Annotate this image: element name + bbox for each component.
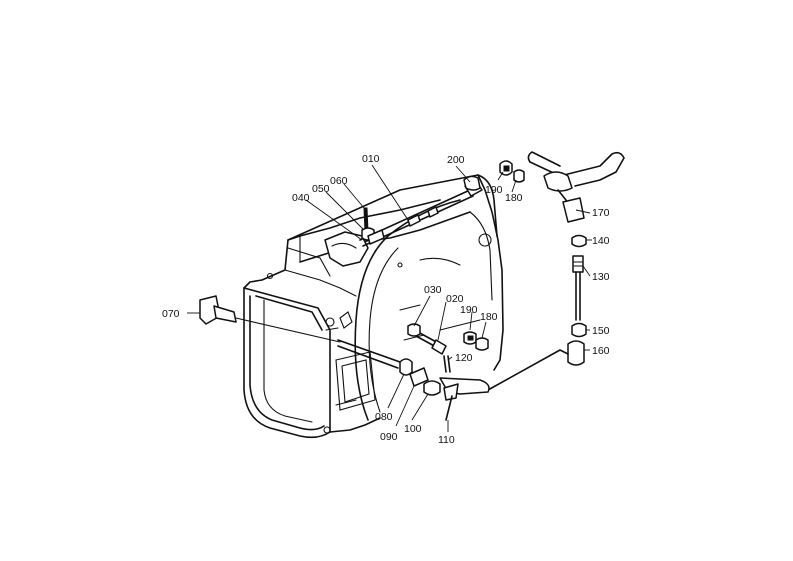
- callout-200: 200: [447, 154, 465, 166]
- link-rod-160-110: [487, 349, 569, 391]
- nut-030: [407, 323, 421, 337]
- pin-040: [367, 229, 385, 245]
- callout-120: 120: [455, 352, 473, 364]
- part-080: [399, 358, 413, 376]
- callout-050: 050: [312, 183, 330, 195]
- washer-180-lower: [475, 337, 489, 351]
- callout-180-top: 180: [505, 192, 523, 204]
- callout-080: 080: [375, 411, 393, 423]
- callout-150: 150: [592, 325, 610, 337]
- pin-120: [443, 355, 451, 373]
- callout-140: 140: [592, 235, 610, 247]
- leader-lines: [187, 164, 592, 432]
- transmission-housing: [243, 174, 504, 439]
- lever-arm-170: [527, 151, 625, 223]
- washer-140: [571, 234, 587, 248]
- callout-190-top: 190: [485, 184, 503, 196]
- callout-040: 040: [292, 192, 310, 204]
- callout-170: 170: [592, 207, 610, 219]
- bolt-020: [415, 331, 447, 355]
- callout-130: 130: [592, 271, 610, 283]
- washer-180-top: [513, 169, 525, 183]
- threaded-rod-130: [572, 255, 584, 321]
- callout-010: 010: [362, 153, 380, 165]
- callout-160: 160: [592, 345, 610, 357]
- cross-shaft: [337, 339, 401, 369]
- swivel-160: [567, 340, 585, 366]
- washer-090: [409, 367, 429, 387]
- nut-190-lower-center: [467, 335, 474, 341]
- callout-060: 060: [330, 175, 348, 187]
- collar-100: [423, 380, 441, 396]
- callout-090: 090: [380, 431, 398, 443]
- lever-110: [439, 377, 490, 421]
- callout-labels: 010 200 190 180 170 140 130 150 160 060 …: [162, 153, 610, 446]
- callout-110: 110: [438, 434, 455, 446]
- callout-190-lower: 190: [460, 304, 478, 316]
- callout-070: 070: [162, 308, 180, 320]
- bracket-070: [199, 295, 341, 343]
- callout-180-lower: 180: [480, 311, 498, 323]
- washer-150: [571, 322, 587, 338]
- callout-020: 020: [446, 293, 464, 305]
- callout-100: 100: [404, 423, 422, 435]
- callout-030: 030: [424, 284, 442, 296]
- nut-190-top-center: [503, 165, 510, 172]
